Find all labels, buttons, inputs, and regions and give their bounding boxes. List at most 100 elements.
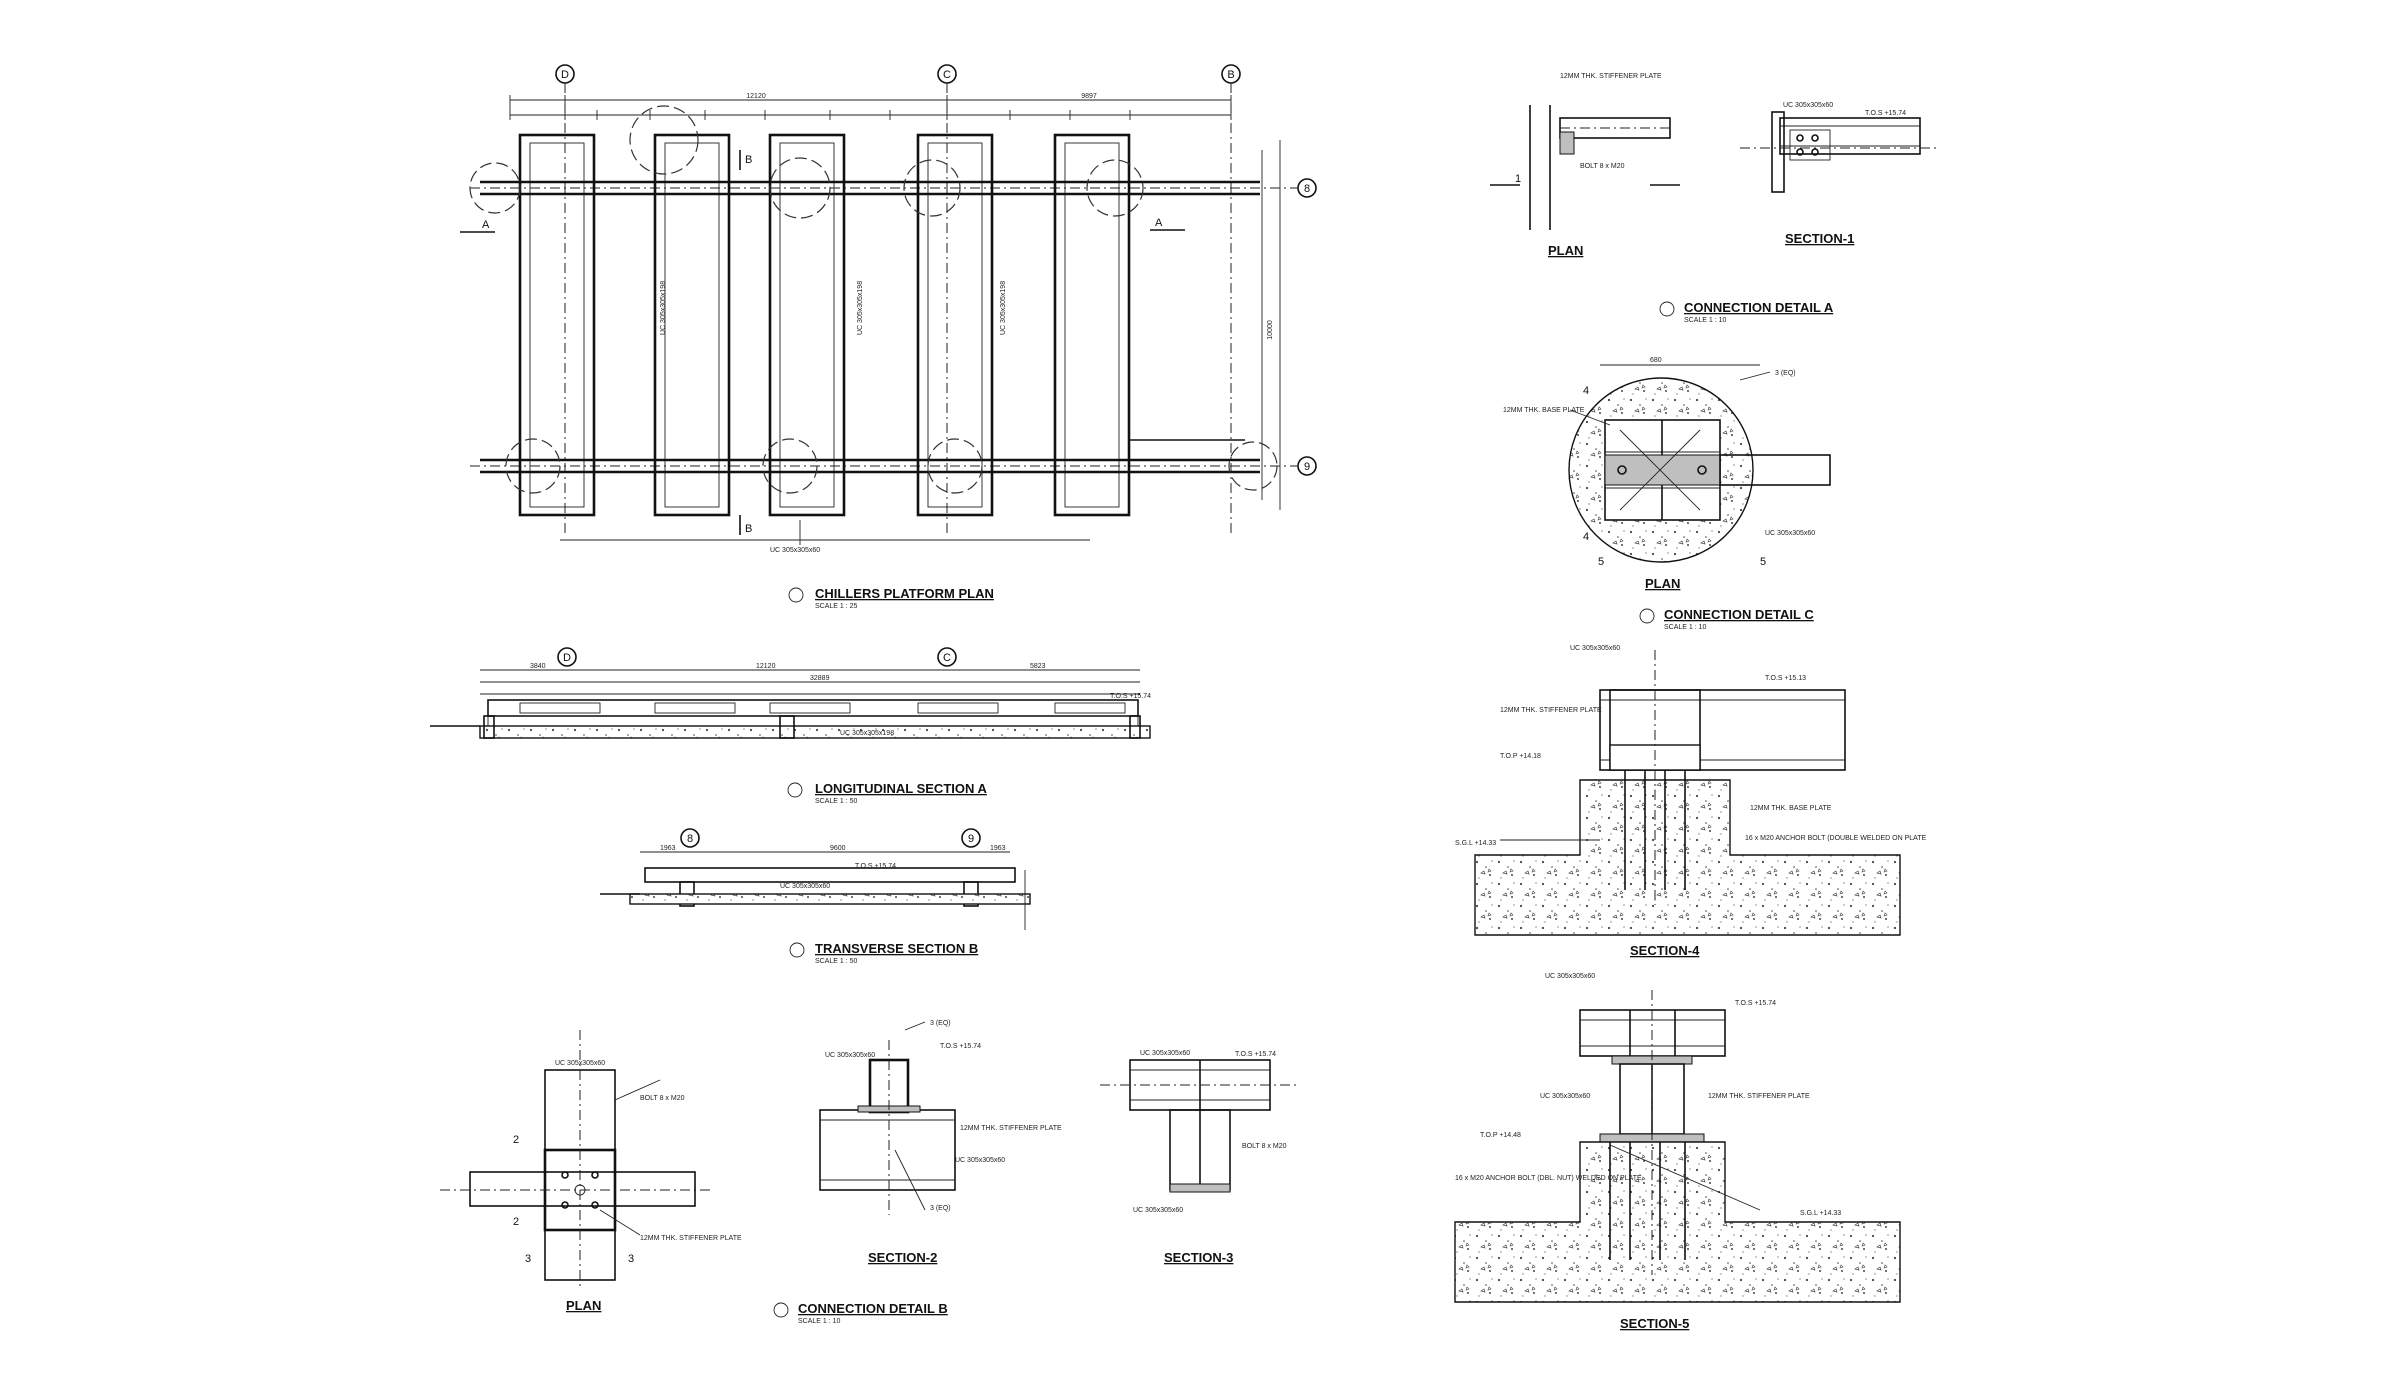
label-member-section-3: UC 305x305x60 [1140,1050,1190,1057]
label-stiffener-section-2: 12MM THK. STIFFENER PLATE [960,1125,1062,1132]
label-tos-section-2: T.O.S +15.74 [940,1043,981,1050]
section-2: 3 (EQ) 3 (EQ) T.O.S +15.74 12MM THK. STI… [819,1020,1062,1265]
section-b-top-label: B [745,154,752,166]
label-anchor-section-4: 16 x M20 ANCHOR BOLT (DOUBLE WELDED ON P… [1745,835,1927,842]
label-member-uc-1: UC 305x305x198 [660,281,667,335]
scale-plan: SCALE 1 : 25 [815,603,858,610]
title-section-5: SECTION-5 [1620,1316,1689,1331]
label-sgl-section-5: S.G.L +14.33 [1800,1210,1841,1217]
label-stiffener-section-5: 12MM THK. STIFFENER PLATE [1708,1093,1810,1100]
trans-grid-9: 9 [968,833,974,845]
dim-plan-top-1: 12120 [746,93,766,100]
dim-long-right: 5823 [1030,663,1046,670]
label-member-section-5: UC 305x305x60 [1545,973,1595,980]
label-member-section-1: UC 305x305x60 [1783,102,1833,109]
label-trans-member: UC 305x305x60 [780,883,830,890]
dim-long-left: 3840 [530,663,546,670]
grid-b-label: B [1227,69,1234,81]
detail-circle-d [903,159,961,217]
conn-b-mark-3-right: 3 [628,1253,634,1265]
conn-b-mark-2-top: 2 [513,1134,519,1146]
section-mark-b-bottom: B [739,515,752,535]
label-weld-2-bottom: 3 (EQ) [930,1205,951,1212]
detail-circle-c [769,157,831,219]
title-longitudinal-section: LONGITUDINAL SECTION A [815,781,988,796]
label-member-bottom: UC 305x305x60 [770,547,820,554]
section-4: T.O.S +15.13 T.O.P +14.18 S.G.L +14.33 1… [1455,645,1927,958]
scale-conn-c: SCALE 1 : 10 [1664,624,1707,631]
conn-c-mark-5-right: 5 [1760,556,1766,568]
section-mark-b-top: B [739,150,752,170]
label-conn-a-plate: 12MM THK. STIFFENER PLATE [1560,73,1662,80]
label-sgl-section-4: S.G.L +14.33 [1455,840,1496,847]
conn-a-plan: 1 12MM THK. STIFFENER PLATE BOLT 8 x M20… [1490,73,1680,258]
label-base-plate-c: 12MM THK. BASE PLATE [1503,407,1585,414]
frame-2 [653,133,731,517]
conn-a-mark-1: 1 [1515,173,1521,185]
grid-d-label: D [561,69,569,81]
label-weld-conn-c: 3 (EQ) [1775,370,1796,377]
title-section-1: SECTION-1 [1785,231,1854,246]
section-mark-a-right: A [1150,217,1185,231]
title-chillers-platform-plan: CHILLERS PLATFORM PLAN [815,586,994,601]
conn-b-plan: BOLT 8 x M20 12MM THK. STIFFENER PLATE U… [440,1030,742,1313]
detail-circle-h [927,438,983,494]
frame-1 [518,133,596,517]
title-section-2: SECTION-2 [868,1250,937,1265]
conn-b-mark-2-bottom: 2 [513,1216,519,1228]
detail-circle-b [629,105,699,175]
connection-detail-c: 680 3 (EQ) 12MM THK. BASE PLATE 4 4 5 5 … [1503,357,1831,631]
label-bolt-b: BOLT 8 x M20 [640,1095,685,1102]
label-tos-section-3: T.O.S +15.74 [1235,1051,1276,1058]
label-stiffener-section-4: 12MM THK. STIFFENER PLATE [1500,707,1602,714]
frame-5 [1053,133,1131,517]
grid-8-label: 8 [1304,183,1310,195]
conn-c-mark-4-bottom: 4 [1583,531,1589,543]
dim-trans-left: 1963 [660,845,676,852]
detail-circle-i [1228,441,1278,491]
section-mark-a-left: A [460,219,495,233]
label-bolt-section-3: BOLT 8 x M20 [1242,1143,1287,1150]
long-grid-d: D [563,652,571,664]
grid-bubble-d: D [555,64,575,535]
grid-c-label: C [943,69,951,81]
label-tos-long: T.O.S +15.74 [1110,693,1151,700]
dim-plan-side: 10000 [1267,320,1274,340]
title-plan-a: PLAN [1548,243,1583,258]
grid-bubble-8: 8 [470,178,1317,198]
long-grid-c: C [943,652,951,664]
label-member-uc-2: UC 305x305x198 [857,281,864,335]
trans-grid-8: 8 [687,833,693,845]
title-plan-b: PLAN [566,1298,601,1313]
connection-detail-a: 1 12MM THK. STIFFENER PLATE BOLT 8 x M20… [1490,73,1940,324]
dim-long-total: 12120 [756,663,776,670]
grid-9-label: 9 [1304,461,1310,473]
label-conn-a-bolt: BOLT 8 x M20 [1580,163,1625,170]
title-section-3: SECTION-3 [1164,1250,1233,1265]
grid-bubble-9: 9 [470,456,1317,476]
detail-circle-e [1086,159,1144,217]
dim-conn-c-top: 680 [1650,357,1662,364]
label-stiffener-b: 12MM THK. STIFFENER PLATE [640,1235,742,1242]
title-marker-plan [788,587,804,603]
label-member-section-5-mid: UC 305x305x60 [1540,1093,1590,1100]
label-anchor-section-5: 16 x M20 ANCHOR BOLT (DBL. NUT) WELDED O… [1455,1175,1642,1182]
label-tos-section-1: T.O.S +15.74 [1865,110,1906,117]
label-conn-b-member: UC 305x305x60 [555,1060,605,1067]
title-section-4: SECTION-4 [1630,943,1700,958]
label-top-section-4: T.O.P +14.18 [1500,753,1541,760]
detail-circle-f [505,438,561,494]
label-weld-2-top: 3 (EQ) [930,1020,951,1027]
conn-c-mark-4-top: 4 [1583,385,1589,397]
frame-3 [768,133,846,517]
title-transverse-section: TRANSVERSE SECTION B [815,941,978,956]
section-b-bottom-label: B [745,523,752,535]
label-member-section-2: UC 305x305x60 [955,1157,1005,1164]
label-member-uc-3: UC 305x305x198 [1000,281,1007,335]
scale-conn-b: SCALE 1 : 10 [798,1318,841,1325]
section-a-left-label: A [482,219,490,231]
title-connection-detail-b: CONNECTION DETAIL B [798,1301,948,1316]
label-top-section-5: T.O.P +14.48 [1480,1132,1521,1139]
label-tos-section-5: T.O.S +15.74 [1735,1000,1776,1007]
